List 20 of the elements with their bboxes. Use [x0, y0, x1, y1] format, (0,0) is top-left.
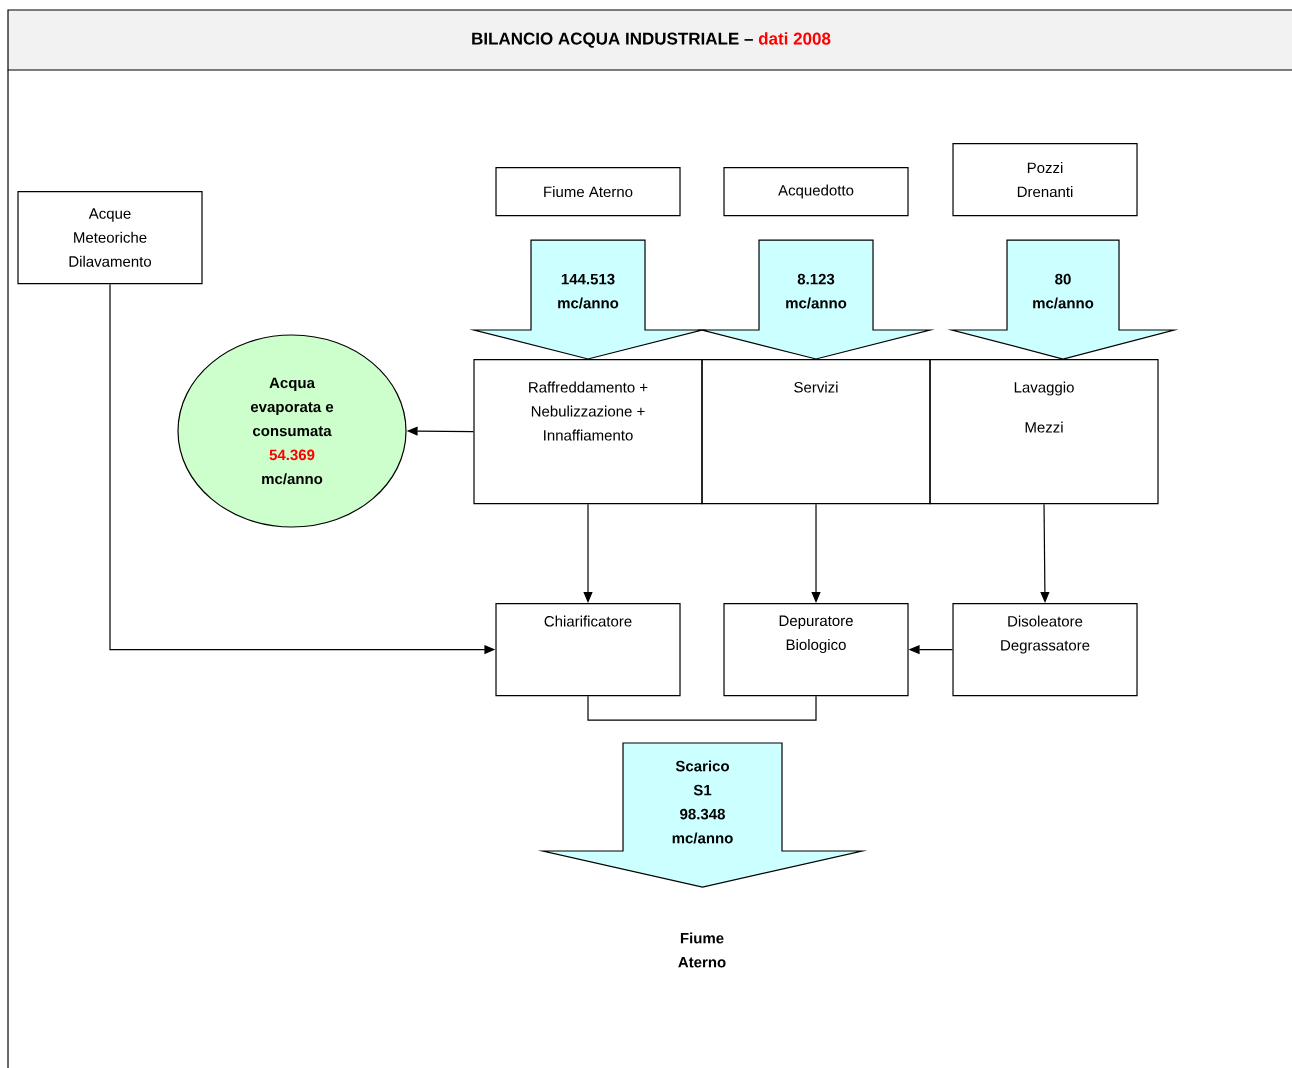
process-box: Pozzi Drenanti [952, 143, 1138, 217]
flow-arrow [947, 239, 1179, 360]
process-box: Raffreddamento + Nebulizzazione + Innaffiamento [473, 359, 703, 505]
flow-label: 8.123 mc/anno [786, 273, 847, 309]
year-label: dati 2008 [758, 32, 831, 45]
process-box: Fiume Aterno [495, 167, 681, 217]
process-box: Servizi [701, 359, 931, 505]
process-box: Acque Meteoriche Dilavamento [17, 191, 203, 285]
flow-arrow [697, 239, 935, 360]
flow-label: 80 mc/anno [1033, 273, 1094, 309]
outlet-label: Fiume Aterno [678, 932, 726, 968]
process-box: Depuratore Biologico [723, 603, 909, 697]
process-box: Disoleatore Degrassatore [952, 603, 1138, 697]
connector-line [587, 695, 817, 721]
title: BILANCIO ACQUA INDUSTRIALE – [472, 32, 753, 48]
ellipse-node: Acqua evaporata e consumata 54.369 mc/anno [177, 334, 407, 528]
process-box: Lavaggio Mezzi [929, 359, 1159, 505]
flow-label: 144.513 mc/anno [558, 273, 619, 309]
process-box: Chiarificatore [495, 603, 681, 697]
process-box: Acquedotto [723, 167, 909, 217]
